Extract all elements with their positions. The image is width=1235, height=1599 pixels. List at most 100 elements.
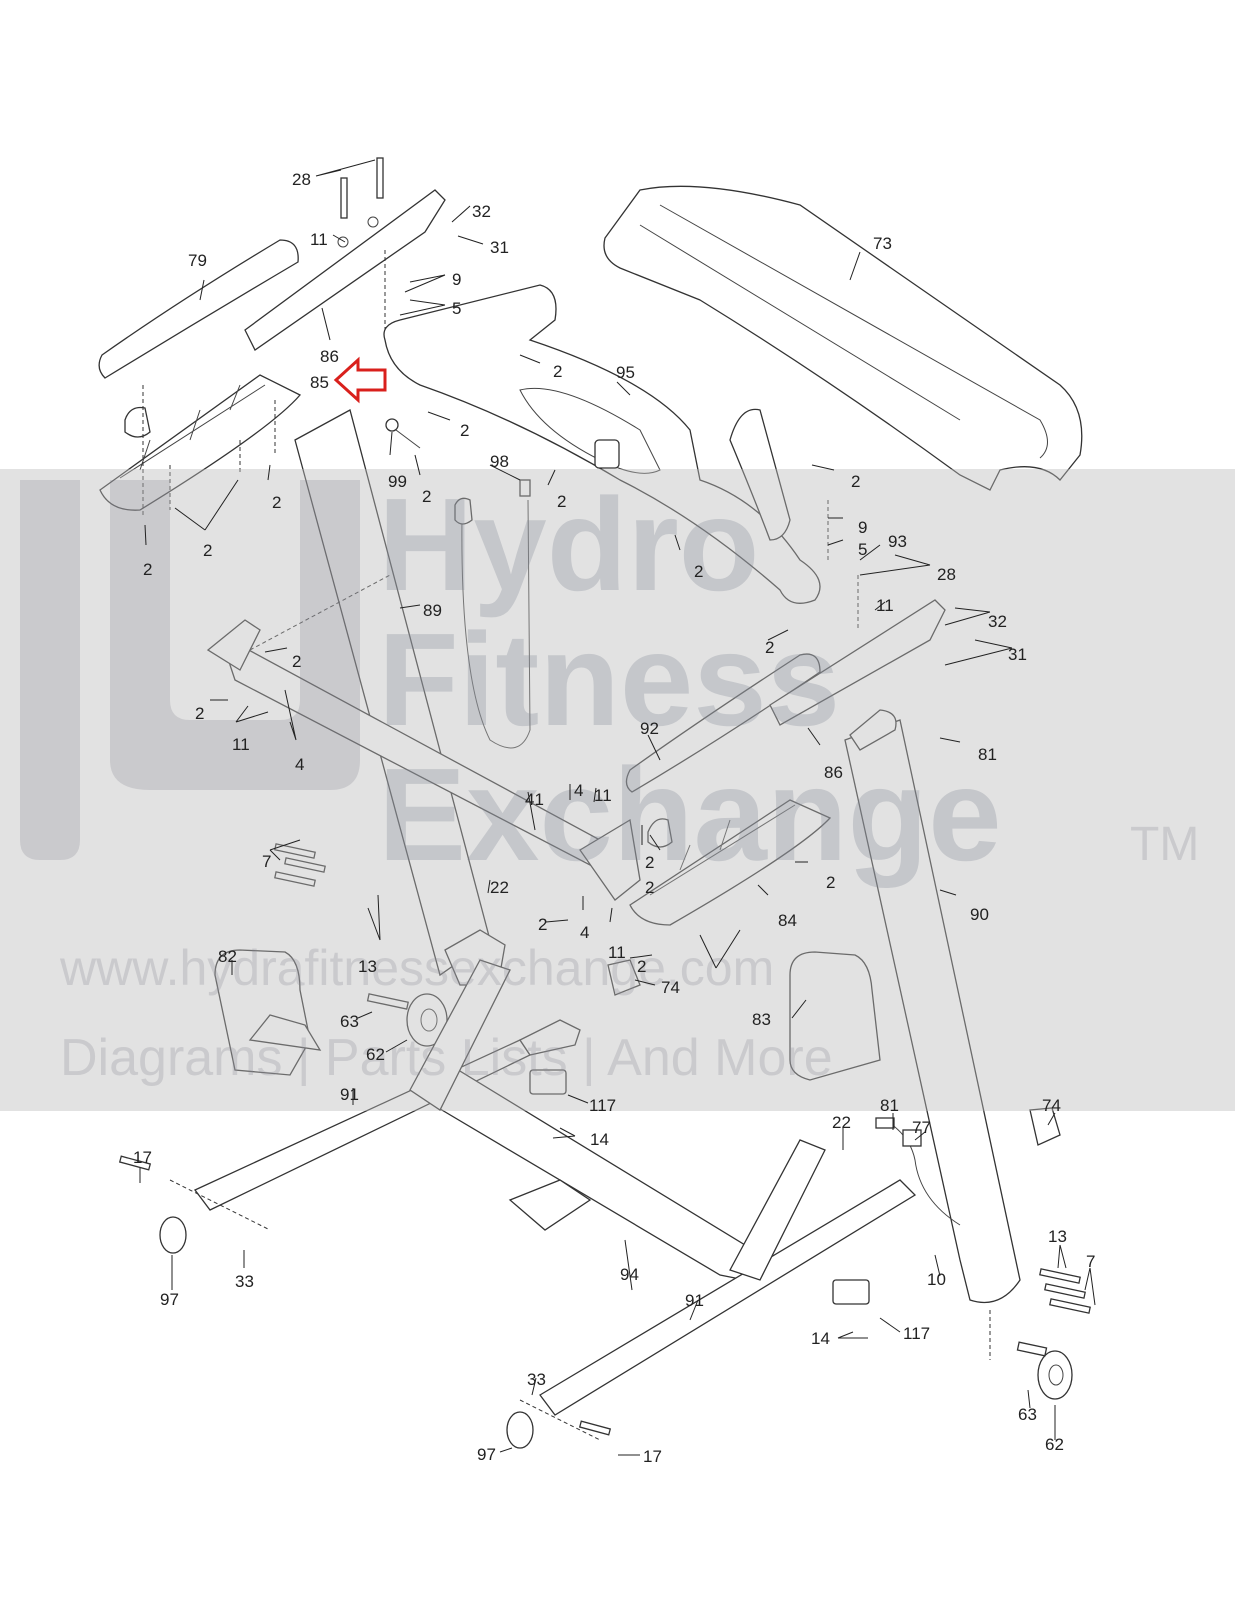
callout-95: 95 (616, 363, 635, 382)
callout-2: 2 (645, 853, 654, 872)
callout-2: 2 (422, 487, 431, 506)
callout-13: 13 (358, 957, 377, 976)
callout-63: 63 (1018, 1405, 1037, 1424)
callout-77: 77 (912, 1118, 931, 1137)
callout-4: 4 (580, 923, 589, 942)
watermark-tagline: Diagrams | Parts Lists | And More (60, 1029, 833, 1087)
callout-2: 2 (203, 541, 212, 560)
callout-11: 11 (876, 596, 894, 615)
part-73-top-tray (603, 185, 1083, 491)
callout-2: 2 (553, 362, 562, 381)
callout-4: 4 (295, 755, 304, 774)
callout-74: 74 (661, 978, 680, 997)
watermark-trademark: TM (1130, 818, 1199, 871)
part-62-wheel-right (1037, 1350, 1073, 1400)
callout-2: 2 (694, 562, 703, 581)
watermark-logo (20, 480, 360, 860)
callout-81: 81 (978, 745, 997, 764)
leader-lines (139, 159, 1096, 1456)
callout-82: 82 (218, 947, 237, 966)
callout-94: 94 (620, 1265, 639, 1284)
part-97-wheel-left (159, 1216, 187, 1254)
callout-2: 2 (538, 915, 547, 934)
callout-41: 41 (525, 790, 544, 809)
part-90-right-upright (844, 719, 1021, 1304)
callout-11: 11 (594, 786, 612, 805)
callout-99: 99 (388, 472, 407, 491)
callout-32: 32 (472, 202, 491, 221)
callout-86: 86 (824, 763, 843, 782)
callout-92: 92 (640, 719, 659, 738)
callout-98: 98 (490, 452, 509, 471)
callout-14: 14 (590, 1130, 609, 1149)
callout-63: 63 (340, 1012, 359, 1031)
callout-91: 91 (685, 1291, 704, 1310)
part-98-cable (461, 499, 531, 749)
callout-33: 33 (235, 1272, 254, 1291)
callout-79: 79 (188, 251, 207, 270)
callout-7: 7 (262, 852, 271, 871)
callout-2: 2 (826, 873, 835, 892)
callout-17: 17 (133, 1148, 152, 1167)
parts-line-art (98, 157, 1091, 1449)
callout-9: 9 (452, 270, 461, 289)
callout-85: 85 (310, 373, 329, 392)
callout-7: 7 (1086, 1252, 1095, 1271)
callout-5: 5 (452, 299, 461, 318)
callout-62: 62 (1045, 1435, 1064, 1454)
part-77-wire (884, 1119, 961, 1226)
callout-83: 83 (752, 1010, 771, 1029)
callout-91: 91 (340, 1085, 359, 1104)
watermark-brand-line2: Fitness (378, 606, 840, 753)
callout-4: 4 (574, 781, 583, 800)
part-85-handrail-base (99, 374, 302, 511)
part-117-block-b (832, 1279, 870, 1305)
part-83-right-cover (789, 951, 881, 1081)
part-84-handrail-base (629, 799, 832, 926)
callout-labels: 28 32 11 31 79 9 5 86 85 2 95 73 2 99 2 … (133, 170, 1095, 1466)
callout-11: 11 (608, 943, 626, 962)
callout-90: 90 (970, 905, 989, 924)
callout-74: 74 (1042, 1096, 1061, 1115)
callout-117: 117 (903, 1324, 930, 1343)
callout-14: 14 (811, 1329, 830, 1348)
callout-2: 2 (645, 878, 654, 897)
part-86-right-rail (769, 599, 946, 726)
callout-81: 81 (880, 1096, 899, 1115)
part-91-right-frame (539, 1179, 917, 1416)
watermark-band (0, 469, 1235, 1111)
callout-11: 11 (232, 735, 250, 754)
callout-2: 2 (765, 638, 774, 657)
callout-2: 2 (195, 704, 204, 723)
callout-97: 97 (477, 1445, 496, 1464)
callout-93: 93 (888, 532, 907, 551)
callout-13: 13 (1048, 1227, 1067, 1246)
callout-2: 2 (272, 493, 281, 512)
callout-117: 117 (589, 1096, 616, 1115)
callout-28: 28 (292, 170, 311, 189)
part-79-handrail-cover (98, 239, 299, 379)
watermark: Hydro Fitness Exchange TM www.hydrafitne… (0, 469, 1235, 1111)
callout-22: 22 (490, 878, 509, 897)
callout-73: 73 (873, 234, 892, 253)
callout-5: 5 (858, 540, 867, 559)
callout-33: 33 (527, 1370, 546, 1389)
callout-31: 31 (1008, 645, 1027, 664)
part-74-bracket (607, 959, 641, 996)
callout-32: 32 (988, 612, 1007, 631)
callout-11: 11 (310, 230, 328, 249)
callout-2: 2 (557, 492, 566, 511)
callout-86: 86 (320, 347, 339, 366)
callout-84: 84 (778, 911, 797, 930)
callout-2: 2 (460, 421, 469, 440)
part-117-block-a (529, 1069, 567, 1095)
callout-9: 9 (858, 518, 867, 537)
highlight-arrow-icon (333, 356, 387, 404)
part-86-left-rail (244, 189, 446, 351)
part-97-wheel-right (506, 1411, 534, 1449)
callout-17: 17 (643, 1447, 662, 1466)
callout-2: 2 (292, 652, 301, 671)
callout-89: 89 (423, 601, 442, 620)
callout-2: 2 (143, 560, 152, 579)
